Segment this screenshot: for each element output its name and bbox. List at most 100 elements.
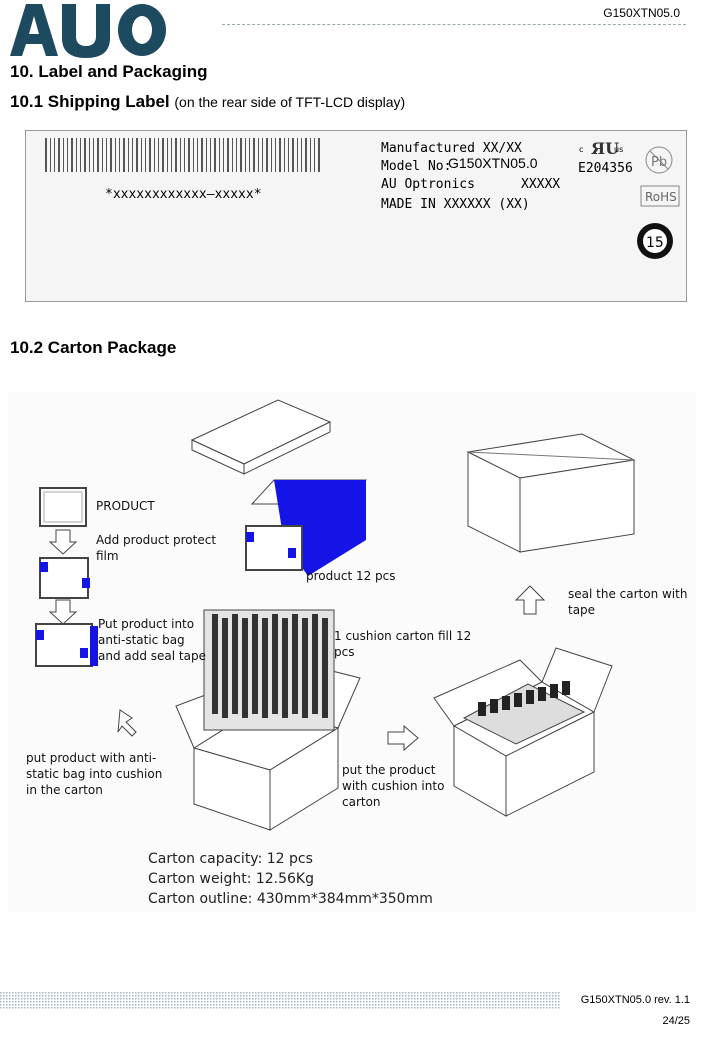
carton-package-diagram (8, 392, 696, 912)
barcode-bar (110, 138, 112, 172)
carton-product-slot (526, 690, 534, 704)
barcode-bar (128, 138, 129, 172)
ul-us: us (614, 145, 623, 154)
barcode-bar (275, 138, 276, 172)
barcode-bar (292, 138, 294, 172)
barcode-bar (210, 138, 211, 172)
barcode-bar (197, 138, 198, 172)
spec-weight: Carton weight: 12.56Kg (148, 871, 315, 887)
label-serial: *xxxxxxxxxxxx—xxxxx* (105, 187, 262, 202)
cushion-slot (262, 618, 268, 718)
barcode-bar (262, 138, 263, 172)
carton-product-slot (478, 702, 486, 716)
label-graphic: *xxxxxxxxxxxx—xxxxx* Manufactured XX/XX … (45, 138, 680, 259)
open-carton-illustration (433, 647, 613, 817)
footer-pattern (0, 992, 560, 1010)
barcode-bar (271, 138, 272, 172)
recycle-number: 15 (646, 235, 664, 251)
barcode-bar (245, 138, 246, 172)
barcode-bar (175, 138, 177, 172)
barcode-bar (80, 138, 81, 172)
product-illustration (39, 487, 87, 527)
shipping-label-heading: 10.1 Shipping Label (on the rear side of… (10, 92, 405, 112)
barcode-bar (236, 138, 237, 172)
ul-number: E204356 (578, 161, 633, 176)
barcode-bar (54, 138, 55, 172)
barcode-bar (115, 138, 116, 172)
ul-mark-icon: c ЯU us E204356 (578, 139, 633, 176)
spec-capacity: Carton capacity: 12 pcs (148, 851, 313, 867)
barcode-bar (188, 138, 190, 172)
barcode-bar (149, 138, 151, 172)
barcode-bar (314, 138, 315, 172)
barcode-bar (184, 138, 185, 172)
barcode-bar (240, 138, 242, 172)
barcode-bar (102, 138, 103, 172)
barcode-bar (50, 138, 51, 172)
cushion-slot (292, 614, 298, 714)
cushion-slot (212, 614, 218, 714)
barcode-bar (305, 138, 307, 172)
barcode-bar (288, 138, 289, 172)
barcode-bar (63, 138, 64, 172)
barcode-bar (180, 138, 181, 172)
cushion-slot (242, 618, 248, 718)
ul-c: c (579, 145, 583, 154)
barcode-bar (284, 138, 285, 172)
caption-seal: seal the carton with tape (568, 587, 688, 617)
barcode-bar (301, 138, 302, 172)
barcode-bar (145, 138, 146, 172)
barcode-bar (193, 138, 194, 172)
barcode-bar (67, 138, 68, 172)
cushion-slot (272, 614, 278, 714)
up-arrow-icon (514, 585, 546, 615)
barcode-bar (318, 138, 320, 172)
caption-put-in-cushion: put product with anti-static bag into cu… (26, 751, 163, 797)
label-model-prefix: Model No: (381, 159, 451, 174)
rohs-icon: RoHS (640, 185, 680, 207)
barcode-bar (279, 138, 281, 172)
barcode-bar (119, 138, 120, 172)
shipping-label (25, 130, 687, 302)
caption-product-12: product 12 pcs (306, 569, 396, 583)
carton-product-slot (502, 696, 510, 710)
label-manufactured: Manufactured XX/XX (381, 141, 522, 156)
footer-page-number: 24/25 (662, 1015, 690, 1027)
spec-outline: Carton outline: 430mm*384mm*350mm (148, 891, 433, 907)
cushion-slot (322, 618, 328, 718)
barcode-bar (162, 138, 164, 172)
barcode-bar (97, 138, 99, 172)
barcode-bar (201, 138, 203, 172)
barcode-bar (223, 138, 224, 172)
pb-text: Pb (651, 155, 667, 170)
barcode-bar (258, 138, 259, 172)
right-arrow-icon (387, 724, 419, 752)
cushion-slot (312, 614, 318, 714)
barcode-bar (214, 138, 216, 172)
caption-protect-film: Add product protect film (96, 533, 217, 563)
right-arrow-icon (117, 709, 137, 737)
shipping-label-note: (on the rear side of TFT-LCD display) (174, 94, 406, 110)
carton-product-slot (490, 699, 498, 713)
label-maker: AU Optronics (381, 177, 475, 192)
barcode-bar (93, 138, 94, 172)
barcode-bar (89, 138, 90, 172)
pb-free-icon: Pb (645, 146, 673, 174)
ul-symbol-icon: ЯU (591, 139, 619, 158)
cushion-slots (212, 614, 328, 718)
barcode-bar (58, 138, 60, 172)
carton-product-slot (562, 681, 570, 695)
carton-product-slot (550, 684, 558, 698)
sealed-carton-illustration (466, 433, 636, 553)
cushion-slot (232, 614, 238, 714)
barcode-bar (84, 138, 86, 172)
barcode-bar (71, 138, 73, 172)
label-made-in: MADE IN XXXXXX (XX) (381, 197, 530, 212)
label-maker-code: XXXXX (521, 177, 560, 192)
cushion-slot (252, 614, 258, 714)
barcode-bar (158, 138, 159, 172)
film-product-illustration (39, 557, 90, 599)
section-title: 10. Label and Packaging (10, 62, 208, 81)
barcode-bar (132, 138, 133, 172)
auo-logo (10, 4, 166, 58)
